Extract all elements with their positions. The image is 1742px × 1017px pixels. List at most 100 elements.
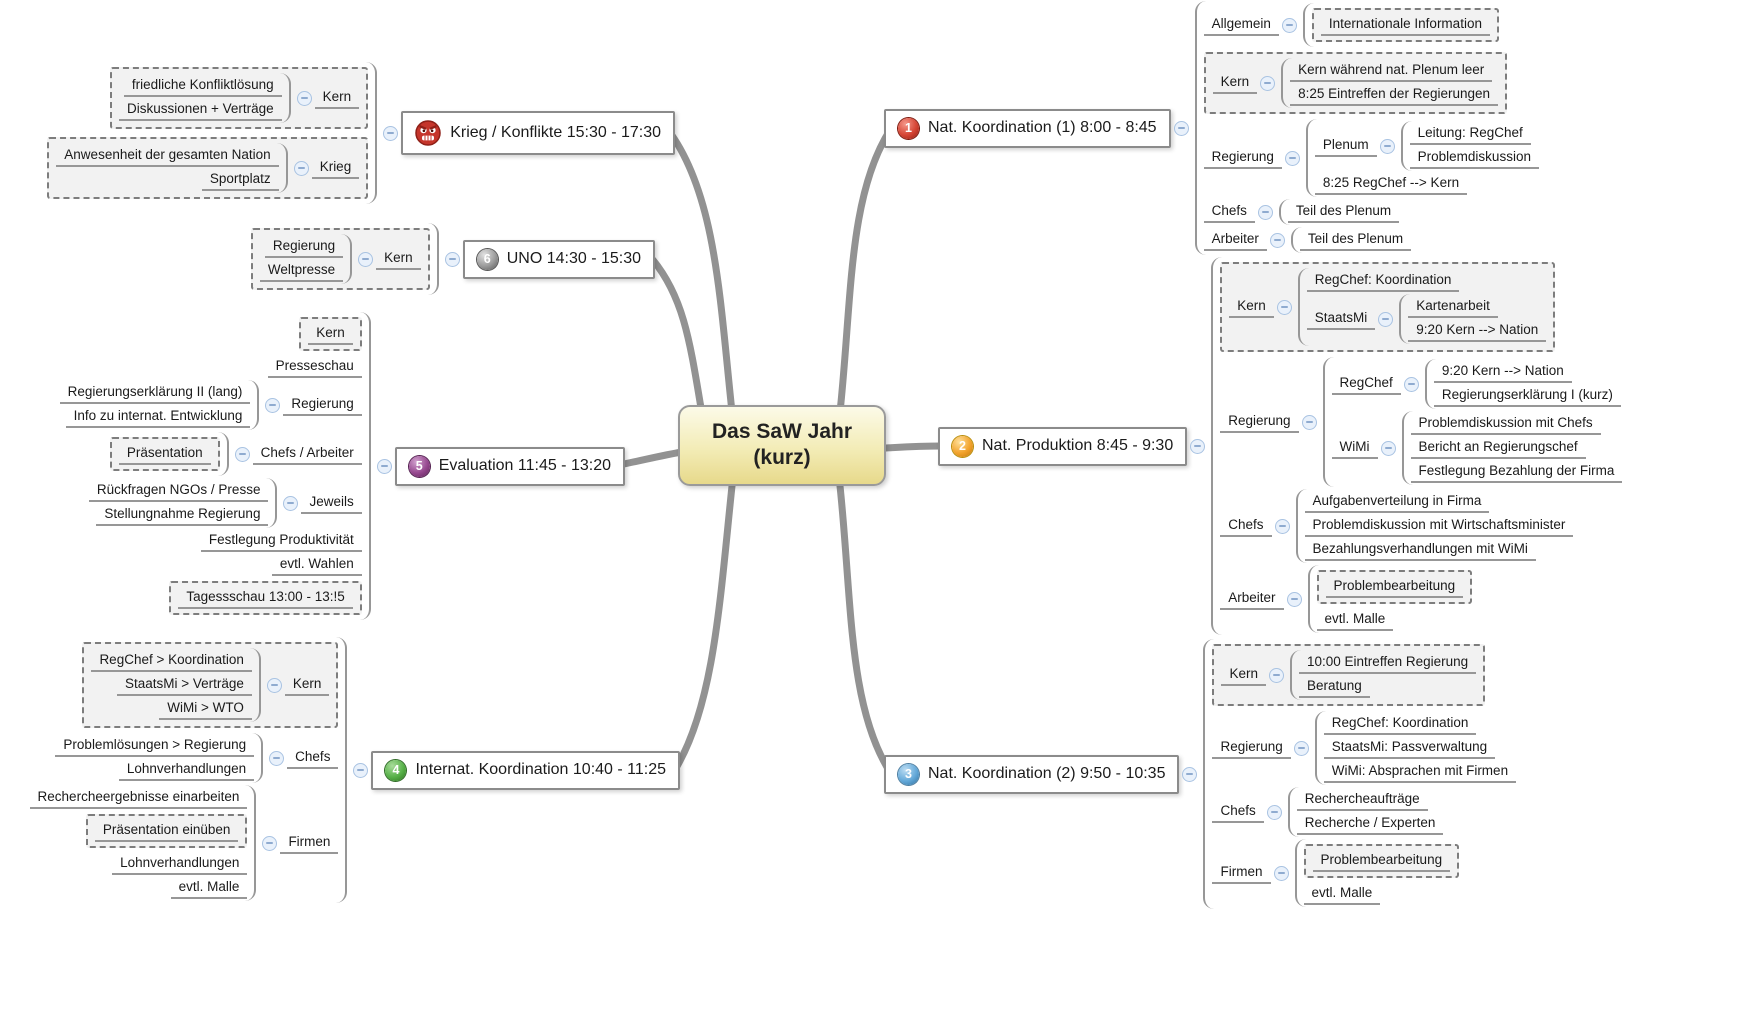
- collapse-icon[interactable]: [1269, 232, 1285, 248]
- node-nat-koordination-1[interactable]: 1 Nat. Koordination (1) 8:00 - 8:45: [884, 108, 1171, 148]
- collapse-icon[interactable]: [1269, 667, 1285, 683]
- mindmap-node[interactable]: Presseschau: [267, 356, 362, 378]
- node-uno[interactable]: 6 UNO 14:30 - 15:30: [462, 239, 655, 279]
- mindmap-node[interactable]: Anwesenheit der gesamten Nation: [56, 145, 279, 167]
- collapse-icon[interactable]: [1379, 138, 1395, 154]
- mindmap-node[interactable]: evtl. Malle: [1316, 609, 1394, 631]
- mindmap-node[interactable]: Recherche / Experten: [1296, 813, 1444, 835]
- mindmap-node[interactable]: Regierung: [1220, 411, 1299, 433]
- mindmap-node[interactable]: Regierung: [1203, 147, 1282, 169]
- mindmap-node[interactable]: Diskussionen + Verträge: [118, 99, 282, 121]
- mindmap-node[interactable]: Teil des Plenum: [1299, 229, 1412, 251]
- mindmap-node[interactable]: evtl. Wahlen: [271, 554, 362, 576]
- mindmap-node[interactable]: Regierungserklärung I (kurz): [1433, 385, 1621, 407]
- mindmap-node[interactable]: StaatsMi > Verträge: [116, 674, 252, 696]
- collapse-icon[interactable]: [1301, 414, 1317, 430]
- mindmap-node[interactable]: Krieg: [311, 157, 360, 179]
- mindmap-node[interactable]: Aufgabenverteilung in Firma: [1304, 491, 1490, 513]
- mindmap-node[interactable]: Lohnverhandlungen: [118, 759, 255, 781]
- mindmap-node[interactable]: Rechercheergebnisse einarbeiten: [29, 787, 248, 809]
- mindmap-node[interactable]: WiMi: [1331, 437, 1378, 459]
- mindmap-node[interactable]: Chefs: [1212, 801, 1264, 823]
- collapse-icon[interactable]: [376, 458, 392, 474]
- mindmap-node[interactable]: Beratung: [1299, 676, 1370, 698]
- mindmap-node[interactable]: 9:20 Kern --> Nation: [1433, 361, 1572, 383]
- mindmap-node[interactable]: Firmen: [1212, 862, 1271, 884]
- mindmap-node[interactable]: Teil des Plenum: [1287, 201, 1400, 223]
- mindmap-node[interactable]: Jeweils: [301, 492, 362, 514]
- mindmap-node[interactable]: Lohnverhandlungen: [112, 853, 248, 875]
- mindmap-node[interactable]: Problemdiskussion mit Chefs: [1410, 413, 1601, 435]
- collapse-icon[interactable]: [353, 762, 369, 778]
- node-krieg-konflikte[interactable]: Krieg / Konflikte 15:30 - 17:30: [401, 111, 675, 155]
- mindmap-node[interactable]: Kern: [284, 674, 330, 696]
- mindmap-node[interactable]: Problemlösungen > Regierung: [55, 735, 255, 757]
- mindmap-node[interactable]: 8:25 RegChef --> Kern: [1314, 173, 1468, 195]
- mindmap-node[interactable]: 10:00 Eintreffen Regierung: [1299, 652, 1477, 674]
- mindmap-node[interactable]: StaatsMi: [1306, 308, 1376, 330]
- collapse-icon[interactable]: [283, 495, 299, 511]
- mindmap-node[interactable]: evtl. Malle: [1303, 883, 1381, 905]
- collapse-icon[interactable]: [1281, 17, 1297, 33]
- mindmap-node[interactable]: Plenum: [1314, 135, 1377, 157]
- mindmap-node[interactable]: Problemdiskussion mit Wirtschaftsministe…: [1304, 515, 1574, 537]
- collapse-icon[interactable]: [296, 90, 312, 106]
- mindmap-node[interactable]: Chefs: [287, 747, 339, 769]
- mindmap-node[interactable]: Allgemein: [1203, 14, 1279, 36]
- node-nat-koordination-2[interactable]: 3 Nat. Koordination (2) 9:50 - 10:35: [884, 754, 1180, 794]
- mindmap-node[interactable]: Info zu internat. Entwicklung: [65, 406, 251, 428]
- collapse-icon[interactable]: [266, 677, 282, 693]
- mindmap-node[interactable]: Kern während nat. Plenum leer: [1290, 60, 1493, 82]
- collapse-icon[interactable]: [1286, 591, 1302, 607]
- mindmap-node[interactable]: Rückfragen NGOs / Presse: [88, 480, 269, 502]
- mindmap-node[interactable]: Präsentation einüben: [94, 820, 239, 842]
- node-nat-produktion[interactable]: 2 Nat. Produktion 8:45 - 9:30: [938, 426, 1188, 466]
- mindmap-node[interactable]: Regierung: [264, 236, 344, 258]
- mindmap-node[interactable]: Weltpresse: [259, 260, 344, 282]
- mindmap-node[interactable]: Kern: [308, 323, 353, 345]
- collapse-icon[interactable]: [1260, 75, 1276, 91]
- collapse-icon[interactable]: [444, 251, 460, 267]
- collapse-icon[interactable]: [1403, 376, 1419, 392]
- mindmap-node[interactable]: Problemdiskussion: [1409, 147, 1539, 169]
- collapse-icon[interactable]: [1293, 740, 1309, 756]
- collapse-icon[interactable]: [1190, 438, 1206, 454]
- mindmap-node[interactable]: Rechercheaufträge: [1296, 789, 1428, 811]
- mindmap-node[interactable]: Festlegung Produktivität: [200, 530, 362, 552]
- mindmap-node[interactable]: RegChef: [1331, 373, 1401, 395]
- collapse-icon[interactable]: [293, 160, 309, 176]
- collapse-icon[interactable]: [358, 251, 374, 267]
- mindmap-node[interactable]: friedliche Konfliktlösung: [123, 75, 282, 97]
- collapse-icon[interactable]: [1274, 518, 1290, 534]
- root-node[interactable]: Das SaW Jahr (kurz): [678, 405, 886, 486]
- collapse-icon[interactable]: [262, 835, 278, 851]
- node-evaluation[interactable]: 5 Evaluation 11:45 - 13:20: [394, 446, 625, 486]
- mindmap-node[interactable]: 9:20 Kern --> Nation: [1408, 320, 1547, 342]
- node-internat-koordination[interactable]: 4 Internat. Koordination 10:40 - 11:25: [371, 750, 680, 790]
- mindmap-node[interactable]: Bezahlungsverhandlungen mit WiMi: [1304, 539, 1536, 561]
- mindmap-node[interactable]: WiMi: Absprachen mit Firmen: [1323, 761, 1517, 783]
- collapse-icon[interactable]: [383, 125, 399, 141]
- collapse-icon[interactable]: [1257, 204, 1273, 220]
- collapse-icon[interactable]: [1284, 150, 1300, 166]
- mindmap-node[interactable]: RegChef: Koordination: [1323, 713, 1477, 735]
- mindmap-node[interactable]: evtl. Malle: [170, 877, 248, 899]
- mindmap-node[interactable]: 8:25 Eintreffen der Regierungen: [1290, 84, 1498, 106]
- collapse-icon[interactable]: [1273, 865, 1289, 881]
- collapse-icon[interactable]: [1266, 804, 1282, 820]
- mindmap-node[interactable]: Regierungserklärung II (lang): [59, 382, 251, 404]
- collapse-icon[interactable]: [1378, 311, 1394, 327]
- collapse-icon[interactable]: [1276, 299, 1292, 315]
- mindmap-node[interactable]: Firmen: [280, 832, 339, 854]
- mindmap-node[interactable]: Sportplatz: [201, 169, 279, 191]
- mindmap-node[interactable]: Regierung: [283, 394, 362, 416]
- mindmap-node[interactable]: Chefs: [1220, 515, 1272, 537]
- collapse-icon[interactable]: [1182, 766, 1198, 782]
- collapse-icon[interactable]: [1173, 120, 1189, 136]
- mindmap-node[interactable]: Problembearbeitung: [1312, 850, 1451, 872]
- mindmap-node[interactable]: RegChef: Koordination: [1306, 270, 1460, 292]
- mindmap-node[interactable]: Chefs: [1203, 201, 1255, 223]
- mindmap-node[interactable]: Problembearbeitung: [1325, 576, 1464, 598]
- mindmap-node[interactable]: Kartenarbeit: [1408, 296, 1498, 318]
- collapse-icon[interactable]: [234, 446, 250, 462]
